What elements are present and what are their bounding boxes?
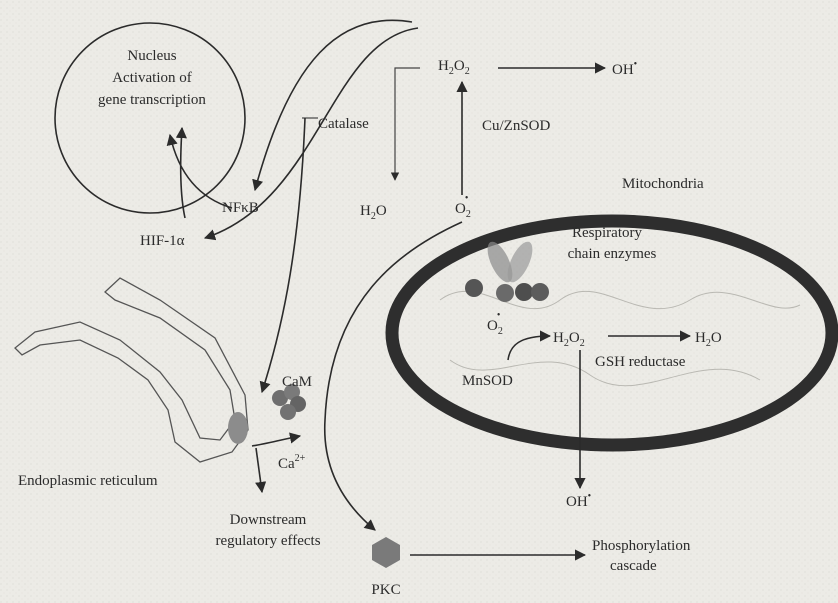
cuznsod-label: Cu/ZnSOD [482, 118, 551, 134]
cam-label: CaM [282, 374, 312, 390]
resp-chain-label-2: chain enzymes [568, 246, 657, 262]
gsh-reductase-label: GSH reductase [595, 354, 686, 370]
mitochondria-label: Mitochondria [622, 176, 704, 192]
nucleus-label: Nucleus [127, 48, 176, 64]
phosphorylation-label-1: Phosphorylation [592, 538, 691, 554]
mnsod-label: MnSOD [462, 373, 513, 389]
pkc-label: PKC [371, 582, 400, 598]
resp-chain-label-1: Respiratory [572, 225, 642, 241]
er-label: Endoplasmic reticulum [18, 473, 158, 489]
nfkb-label: NFκB [222, 200, 259, 216]
hif-label: HIF-1α [140, 233, 185, 249]
er-channel-protein [228, 412, 248, 444]
downstream-label-2: regulatory effects [215, 533, 320, 549]
nucleus-activation-label: Activation of [112, 70, 192, 86]
oh-top: OH• [612, 59, 637, 78]
oh-mito: OH• [566, 491, 591, 510]
downstream-label-1: Downstream [230, 512, 307, 528]
phosphorylation-label-2: cascade [610, 558, 657, 574]
nucleus-gene-label: gene transcription [98, 92, 206, 108]
catalase-label: Catalase [318, 116, 369, 132]
